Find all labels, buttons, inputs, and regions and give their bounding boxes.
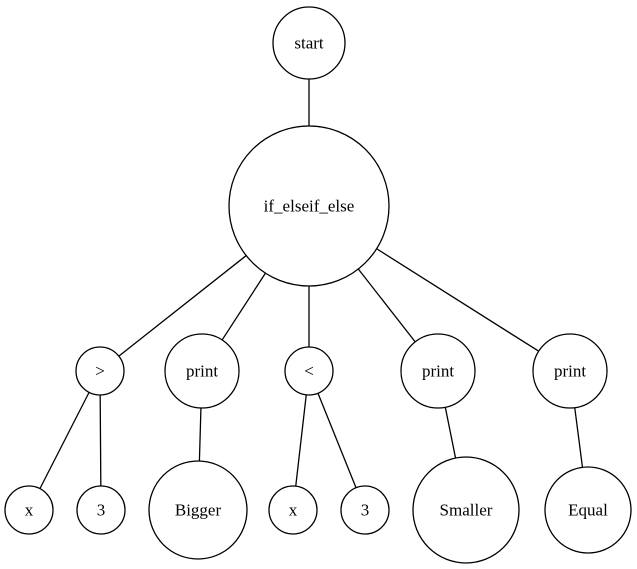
- edge-if-print3: [376, 248, 540, 352]
- edge-print1-bigger: [198, 407, 202, 462]
- node-print3: print: [532, 333, 608, 409]
- node-label: x: [289, 501, 298, 520]
- edge-print2-smaller: [444, 407, 457, 459]
- node-circle: [272, 6, 346, 80]
- node-circle: [284, 346, 334, 396]
- node-label: print: [554, 362, 586, 381]
- node-bigger: Bigger: [148, 460, 248, 560]
- tree-nodes: start if_elseif_else > print < print print x 3 Bi…: [4, 6, 632, 564]
- edge-if-gt: [118, 255, 247, 357]
- node-print1: print: [164, 333, 240, 409]
- node-label: print: [186, 362, 218, 381]
- edge-gt-x1: [39, 392, 90, 489]
- node-label: >: [95, 362, 105, 381]
- node-start: start: [272, 6, 346, 80]
- node-gt: >: [75, 346, 125, 396]
- node-circle: [75, 346, 125, 396]
- node-smaller: Smaller: [412, 456, 520, 564]
- node-circle: [76, 485, 126, 535]
- edge-if-print2: [357, 268, 416, 343]
- node-circle: [148, 460, 248, 560]
- edge-gt-three1: [99, 394, 102, 487]
- node-three2: 3: [340, 485, 390, 535]
- node-circle: [228, 125, 390, 287]
- node-label: start: [294, 34, 324, 53]
- edge-if-print1: [221, 272, 267, 341]
- node-circle: [340, 485, 390, 535]
- node-circle: [544, 466, 632, 554]
- node-print2: print: [400, 333, 476, 409]
- node-label: print: [422, 362, 454, 381]
- node-label: x: [25, 501, 34, 520]
- node-circle: [268, 485, 318, 535]
- node-x2: x: [268, 485, 318, 535]
- node-circle: [164, 333, 240, 409]
- tree-edges: [39, 79, 584, 489]
- node-equal: Equal: [544, 466, 632, 554]
- node-label: if_elseif_else: [264, 197, 355, 216]
- node-if: if_elseif_else: [228, 125, 390, 287]
- edge-print3-equal: [574, 407, 584, 468]
- node-circle: [4, 485, 54, 535]
- node-label: 3: [361, 501, 370, 520]
- node-label: Equal: [568, 501, 608, 520]
- node-circle: [412, 456, 520, 564]
- node-lt: <: [284, 346, 334, 396]
- node-circle: [400, 333, 476, 409]
- node-three1: 3: [76, 485, 126, 535]
- node-x1: x: [4, 485, 54, 535]
- edge-lt-three2: [317, 393, 357, 488]
- node-label: 3: [97, 501, 106, 520]
- node-label: Smaller: [440, 501, 493, 520]
- node-label: Bigger: [175, 501, 222, 520]
- node-label: <: [304, 362, 314, 381]
- node-circle: [532, 333, 608, 409]
- edge-lt-x2: [295, 394, 307, 487]
